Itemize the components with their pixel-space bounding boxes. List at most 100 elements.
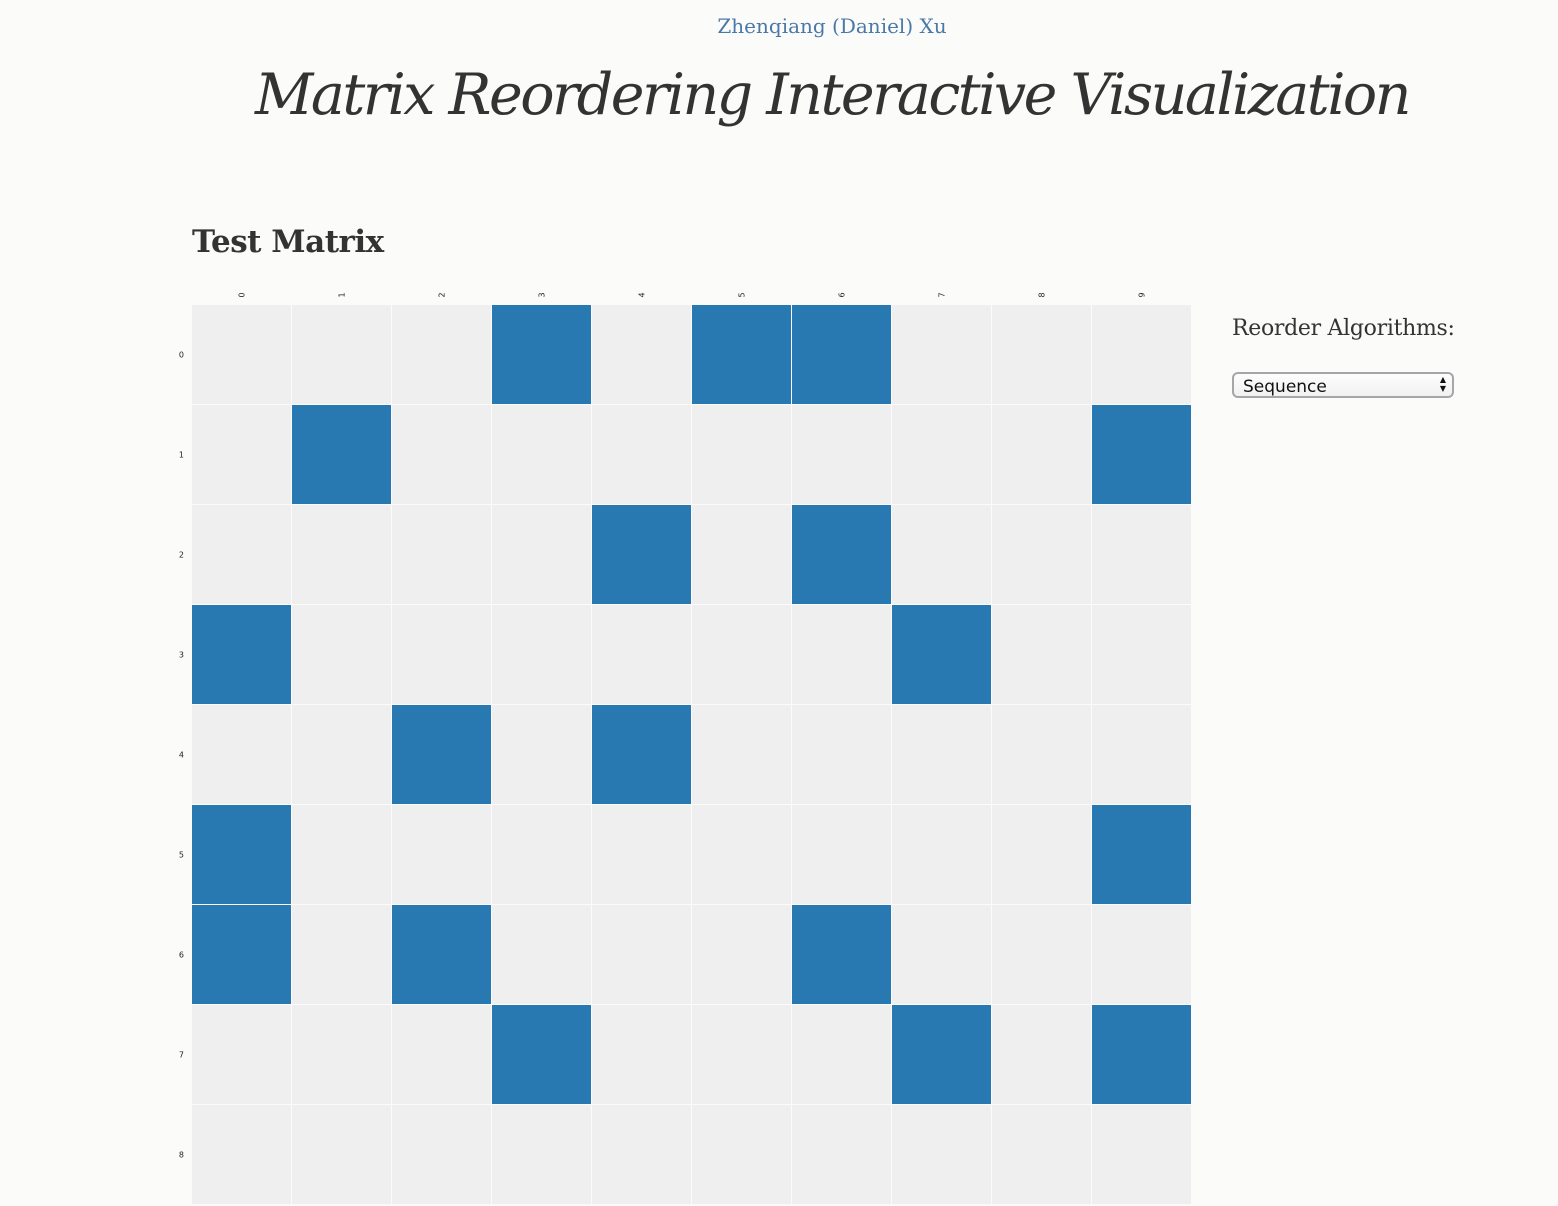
column-label-8: 8: [1038, 292, 1047, 297]
matrix-cell-r6-c1[interactable]: [292, 905, 391, 1004]
matrix-cell-r0-c1[interactable]: [292, 305, 391, 404]
matrix-cell-r0-c2[interactable]: [392, 305, 491, 404]
matrix-cell-r7-c2[interactable]: [392, 1005, 491, 1104]
column-label-4: 4: [638, 292, 647, 297]
matrix-cell-r2-c0[interactable]: [192, 505, 291, 604]
matrix-cell-r7-c6[interactable]: [792, 1005, 891, 1104]
matrix-cell-r5-c0[interactable]: [192, 805, 291, 904]
matrix-cell-r4-c0[interactable]: [192, 705, 291, 804]
matrix-cell-r2-c4[interactable]: [592, 505, 691, 604]
reorder-algorithm-select[interactable]: Sequence ▲▼: [1232, 372, 1454, 398]
matrix-cell-r4-c4[interactable]: [592, 705, 691, 804]
matrix-cell-r0-c3[interactable]: [492, 305, 591, 404]
matrix-cell-r3-c4[interactable]: [592, 605, 691, 704]
matrix-cell-r0-c0[interactable]: [192, 305, 291, 404]
matrix-cell-r7-c9[interactable]: [1092, 1005, 1191, 1104]
matrix-cell-r4-c7[interactable]: [892, 705, 991, 804]
matrix-cell-r8-c4[interactable]: [592, 1105, 691, 1204]
matrix-cell-r0-c8[interactable]: [992, 305, 1091, 404]
matrix-cell-r7-c8[interactable]: [992, 1005, 1091, 1104]
matrix-cell-r1-c8[interactable]: [992, 405, 1091, 504]
matrix-cell-r4-c6[interactable]: [792, 705, 891, 804]
author-link[interactable]: Zhenqiang (Daniel) Xu: [717, 14, 947, 38]
matrix-cell-r2-c1[interactable]: [292, 505, 391, 604]
reorder-algorithms-label: Reorder Algorithms:: [1232, 316, 1455, 341]
matrix-cell-r7-c7[interactable]: [892, 1005, 991, 1104]
matrix-cell-r0-c7[interactable]: [892, 305, 991, 404]
matrix-cell-r5-c8[interactable]: [992, 805, 1091, 904]
matrix-cell-r5-c4[interactable]: [592, 805, 691, 904]
matrix-cell-r5-c6[interactable]: [792, 805, 891, 904]
matrix-cell-r8-c2[interactable]: [392, 1105, 491, 1204]
matrix-cell-r6-c5[interactable]: [692, 905, 791, 1004]
matrix-cell-r4-c5[interactable]: [692, 705, 791, 804]
matrix-cell-r5-c5[interactable]: [692, 805, 791, 904]
matrix-cell-r1-c0[interactable]: [192, 405, 291, 504]
matrix-cell-r2-c3[interactable]: [492, 505, 591, 604]
matrix-cell-r3-c8[interactable]: [992, 605, 1091, 704]
matrix-cell-r1-c6[interactable]: [792, 405, 891, 504]
matrix-cell-r7-c5[interactable]: [692, 1005, 791, 1104]
matrix-cell-r1-c7[interactable]: [892, 405, 991, 504]
matrix-cell-r6-c8[interactable]: [992, 905, 1091, 1004]
column-label-1: 1: [338, 292, 347, 297]
matrix-cell-r7-c3[interactable]: [492, 1005, 591, 1104]
matrix-cell-r6-c7[interactable]: [892, 905, 991, 1004]
matrix-cell-r8-c1[interactable]: [292, 1105, 391, 1204]
matrix-cell-r2-c5[interactable]: [692, 505, 791, 604]
matrix-cell-r1-c5[interactable]: [692, 405, 791, 504]
matrix-cell-r2-c7[interactable]: [892, 505, 991, 604]
matrix-cell-r1-c9[interactable]: [1092, 405, 1191, 504]
matrix-cell-r7-c0[interactable]: [192, 1005, 291, 1104]
matrix-cell-r4-c3[interactable]: [492, 705, 591, 804]
matrix-cell-r6-c3[interactable]: [492, 905, 591, 1004]
matrix-cell-r8-c8[interactable]: [992, 1105, 1091, 1204]
matrix-cell-r8-c7[interactable]: [892, 1105, 991, 1204]
matrix-cell-r8-c6[interactable]: [792, 1105, 891, 1204]
row-label-3: 3: [179, 651, 184, 660]
matrix-cell-r5-c2[interactable]: [392, 805, 491, 904]
matrix-cell-r0-c9[interactable]: [1092, 305, 1191, 404]
matrix-cell-r6-c9[interactable]: [1092, 905, 1191, 1004]
matrix-cell-r1-c4[interactable]: [592, 405, 691, 504]
matrix-cell-r2-c6[interactable]: [792, 505, 891, 604]
matrix-cell-r6-c0[interactable]: [192, 905, 291, 1004]
matrix-cell-r2-c9[interactable]: [1092, 505, 1191, 604]
matrix-cell-r1-c1[interactable]: [292, 405, 391, 504]
matrix-cell-r6-c6[interactable]: [792, 905, 891, 1004]
matrix-cell-r1-c2[interactable]: [392, 405, 491, 504]
matrix-cell-r7-c4[interactable]: [592, 1005, 691, 1104]
matrix-cell-r1-c3[interactable]: [492, 405, 591, 504]
matrix-cell-r5-c1[interactable]: [292, 805, 391, 904]
matrix-cell-r3-c5[interactable]: [692, 605, 791, 704]
matrix-cell-r4-c9[interactable]: [1092, 705, 1191, 804]
matrix-cell-r3-c0[interactable]: [192, 605, 291, 704]
matrix-cell-r3-c3[interactable]: [492, 605, 591, 704]
matrix-cell-r0-c5[interactable]: [692, 305, 791, 404]
row-label-7: 7: [179, 1051, 184, 1060]
matrix-cell-r3-c9[interactable]: [1092, 605, 1191, 704]
matrix-cell-r4-c1[interactable]: [292, 705, 391, 804]
matrix-cell-r3-c2[interactable]: [392, 605, 491, 704]
matrix-cell-r3-c7[interactable]: [892, 605, 991, 704]
matrix-cell-r6-c2[interactable]: [392, 905, 491, 1004]
matrix-cell-r2-c8[interactable]: [992, 505, 1091, 604]
row-label-2: 2: [179, 551, 184, 560]
matrix-cell-r7-c1[interactable]: [292, 1005, 391, 1104]
matrix-cell-r0-c6[interactable]: [792, 305, 891, 404]
matrix-cell-r5-c3[interactable]: [492, 805, 591, 904]
matrix-cell-r8-c0[interactable]: [192, 1105, 291, 1204]
matrix-cell-r8-c5[interactable]: [692, 1105, 791, 1204]
matrix-cell-r4-c2[interactable]: [392, 705, 491, 804]
matrix-cell-r3-c1[interactable]: [292, 605, 391, 704]
matrix-cell-r6-c4[interactable]: [592, 905, 691, 1004]
matrix-cell-r3-c6[interactable]: [792, 605, 891, 704]
matrix-cell-r8-c9[interactable]: [1092, 1105, 1191, 1204]
matrix-cell-r5-c7[interactable]: [892, 805, 991, 904]
matrix-cell-r5-c9[interactable]: [1092, 805, 1191, 904]
matrix-cell-r2-c2[interactable]: [392, 505, 491, 604]
matrix-cell-r8-c3[interactable]: [492, 1105, 591, 1204]
matrix-cell-r0-c4[interactable]: [592, 305, 691, 404]
matrix-cell-r4-c8[interactable]: [992, 705, 1091, 804]
